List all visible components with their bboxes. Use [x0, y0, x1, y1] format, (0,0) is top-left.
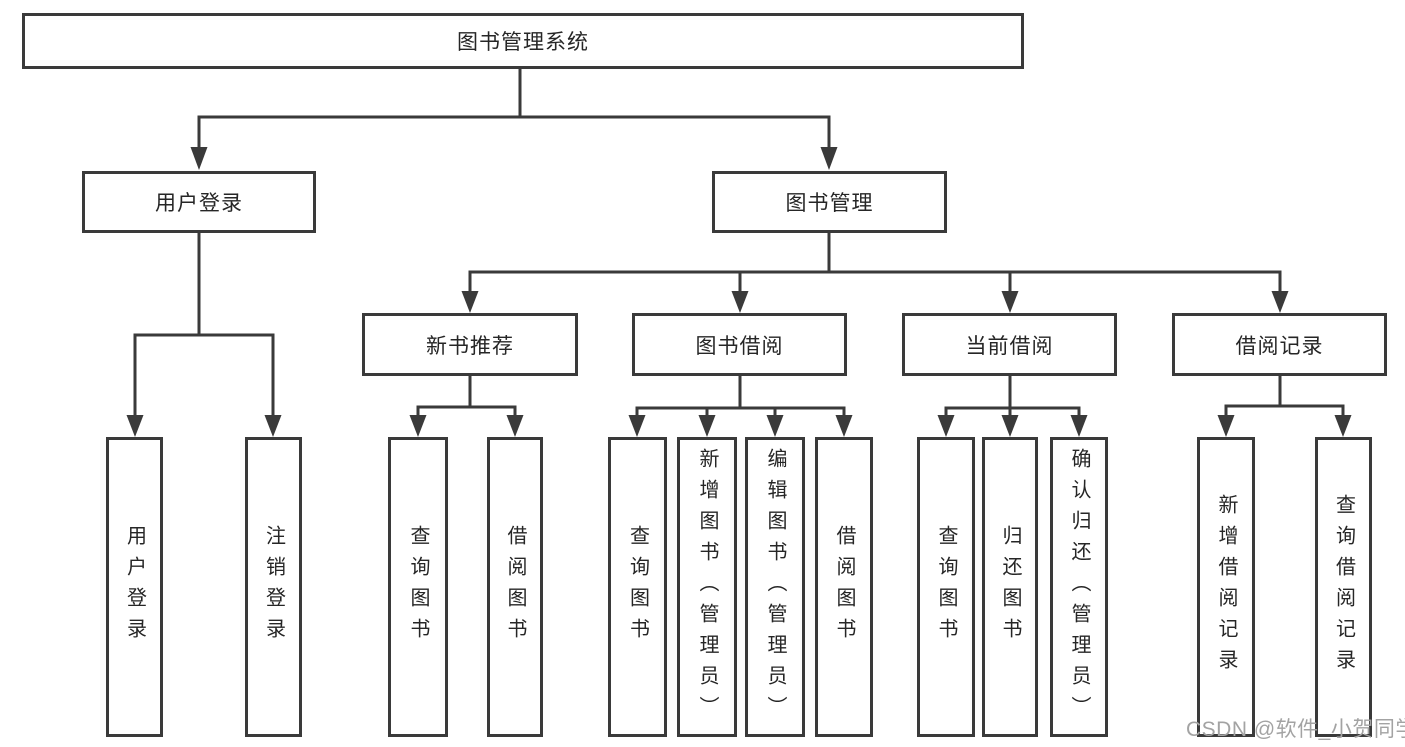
node-new-book-recommendation: 新书推荐 [362, 313, 578, 376]
leaf-confirm-return-admin: 确认归还（管理员） [1050, 437, 1108, 737]
leaf-user-login: 用户登录 [106, 437, 163, 737]
csdn-watermark: CSDN @软件_小贺同学 [1186, 718, 1405, 741]
leaf-logout: 注销登录 [245, 437, 302, 737]
leaf-add-book-admin: 新增图书（管理员） [677, 437, 737, 737]
leaf-query-borrow-record: 查询借阅记录 [1315, 437, 1372, 737]
leaf-query-books-recommendation: 查询图书 [388, 437, 448, 737]
node-current-borrowing: 当前借阅 [902, 313, 1117, 376]
leaf-edit-book-admin: 编辑图书（管理员） [745, 437, 805, 737]
leaf-borrow-books-recommendation: 借阅图书 [487, 437, 543, 737]
leaf-add-borrow-record: 新增借阅记录 [1197, 437, 1255, 737]
leaf-query-books-current: 查询图书 [917, 437, 975, 737]
leaf-borrow-books-borrowing: 借阅图书 [815, 437, 873, 737]
node-book-borrowing: 图书借阅 [632, 313, 847, 376]
leaf-return-books: 归还图书 [982, 437, 1038, 737]
node-root: 图书管理系统 [22, 13, 1024, 69]
node-borrowing-records: 借阅记录 [1172, 313, 1387, 376]
leaf-query-books-borrowing: 查询图书 [608, 437, 667, 737]
node-user-login: 用户登录 [82, 171, 316, 233]
node-book-management: 图书管理 [712, 171, 947, 233]
